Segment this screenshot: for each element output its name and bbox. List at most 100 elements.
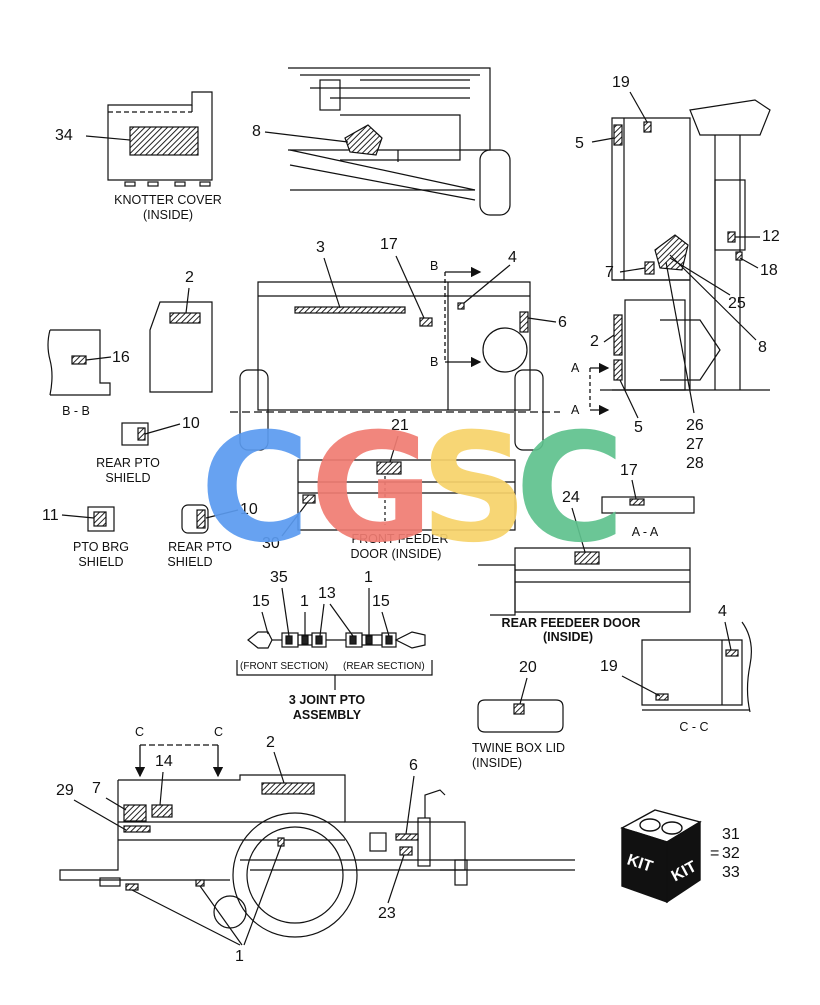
- decal-30: [302, 494, 316, 504]
- decal-14: [151, 804, 173, 818]
- callout-19-cc: 19: [600, 658, 618, 675]
- callout-21: 21: [391, 417, 409, 434]
- decal-17-aa: [629, 498, 645, 506]
- callout-14: 14: [155, 753, 173, 770]
- decal-13-a: [315, 635, 323, 645]
- decal-35: [285, 635, 293, 645]
- decal-6-mid: [519, 311, 529, 333]
- watermark-letter-s: S: [420, 402, 528, 576]
- decal-5-top: [613, 124, 623, 146]
- decal-21: [376, 461, 402, 475]
- baler-middle-view: [230, 281, 560, 451]
- caption-twine-box-lid-b: (INSIDE): [472, 756, 522, 770]
- caption-rear-section: (REAR SECTION): [343, 661, 425, 672]
- callout-4-cc: 4: [718, 603, 727, 620]
- cgsc-watermark: C G S C: [200, 402, 625, 576]
- decal-16: [71, 355, 87, 365]
- callout-24: 24: [562, 489, 580, 506]
- section-letter-b-bottom: B: [430, 355, 438, 369]
- decal-1-bottom-a: [125, 883, 139, 891]
- callout-5-bottom: 5: [634, 419, 643, 436]
- callout-8-top: 8: [252, 123, 261, 140]
- bb-section-view: [47, 329, 111, 396]
- decal-23: [399, 846, 413, 856]
- decal-2-shield: [169, 312, 201, 324]
- callout-1-pto-b: 1: [364, 569, 373, 586]
- decal-10-b: [196, 509, 206, 529]
- decal-1-bottom-b: [195, 879, 205, 887]
- knotter-cover-view: [107, 91, 213, 187]
- callout-8-right: 8: [758, 339, 767, 356]
- caption-rear-pto-shield-2b: SHIELD: [167, 555, 212, 569]
- watermark-letter-c2: C: [515, 402, 625, 576]
- decal-7-right: [644, 261, 655, 275]
- caption-pto-assembly: 3 JOINT PTO: [289, 693, 365, 707]
- caption-cc: C - C: [679, 720, 708, 734]
- shield-part-2: [149, 301, 213, 393]
- callout-33: 33: [722, 864, 740, 881]
- callout-20: 20: [519, 659, 537, 676]
- caption-knotter-cover-inside: (INSIDE): [143, 208, 193, 222]
- callout-18: 18: [760, 262, 778, 279]
- decal-7-bottom: [123, 804, 147, 822]
- section-letter-c-right: C: [214, 725, 223, 739]
- caption-rear-pto-shield-1: REAR PTO: [96, 456, 160, 470]
- callout-13: 13: [318, 585, 336, 602]
- callout-4-mid: 4: [508, 249, 517, 266]
- callout-2-bottom: 2: [266, 734, 275, 751]
- decal-24: [574, 551, 600, 565]
- callout-2-right: 2: [590, 333, 599, 350]
- caption-pto-assembly-b: ASSEMBLY: [293, 708, 362, 722]
- decal-2-bottom: [261, 782, 315, 795]
- decal-4-mid: [457, 302, 465, 310]
- callout-1-pto-a: 1: [300, 593, 309, 610]
- caption-aa: A - A: [632, 525, 659, 539]
- decal-10-a: [137, 427, 146, 441]
- decal-17-mid: [419, 317, 433, 327]
- decal-5-bottom: [613, 359, 623, 381]
- callout-16: 16: [112, 349, 130, 366]
- baler-side-tall-view: [600, 99, 771, 391]
- decal-3: [294, 306, 406, 314]
- kit-box-icon: [620, 809, 702, 904]
- callout-31: 31: [722, 826, 740, 843]
- decal-4-cc: [725, 649, 739, 657]
- cc-section-view: [641, 621, 752, 713]
- section-letter-a-top: A: [571, 361, 580, 375]
- rear-pto-shield-2-part: [181, 504, 209, 534]
- callout-12: 12: [762, 228, 780, 245]
- rear-pto-shield-1-part: [121, 422, 149, 446]
- callout-7-right: 7: [605, 264, 614, 281]
- decal-12: [727, 231, 736, 243]
- caption-front-section: (FRONT SECTION): [240, 661, 328, 672]
- callout-29: 29: [56, 782, 74, 799]
- front-feeder-door-view: [297, 459, 516, 531]
- caption-rear-pto-shield-2: REAR PTO: [168, 540, 232, 554]
- caption-pto-brg-shield: PTO BRG: [73, 540, 129, 554]
- section-arrows-c: [134, 744, 224, 778]
- section-letter-b-top: B: [430, 259, 438, 273]
- decal-29: [123, 825, 151, 833]
- callout-6-bottom: 6: [409, 757, 418, 774]
- callout-2-shield: 2: [185, 269, 194, 286]
- section-arrows-b: [444, 266, 482, 368]
- callout-17-aa: 17: [620, 462, 638, 479]
- section-letter-a-bottom: A: [571, 403, 580, 417]
- watermark-letter-g: G: [310, 402, 433, 576]
- section-letter-c-left: C: [135, 725, 144, 739]
- caption-front-feeder-door-b: DOOR (INSIDE): [351, 547, 442, 561]
- caption-pto-brg-shield-b: SHIELD: [78, 555, 123, 569]
- callout-5-top: 5: [575, 135, 584, 152]
- callout-11: 11: [42, 507, 59, 524]
- decal-15-b: [385, 635, 393, 645]
- decal-6-bottom: [395, 833, 419, 841]
- callout-28: 28: [686, 455, 704, 472]
- decal-20: [513, 703, 525, 715]
- decal-19-cc: [655, 693, 669, 701]
- callout-10-a: 10: [182, 415, 200, 432]
- caption-bb: B - B: [62, 404, 90, 418]
- callout-15-a: 15: [252, 593, 270, 610]
- decal-18: [735, 251, 743, 261]
